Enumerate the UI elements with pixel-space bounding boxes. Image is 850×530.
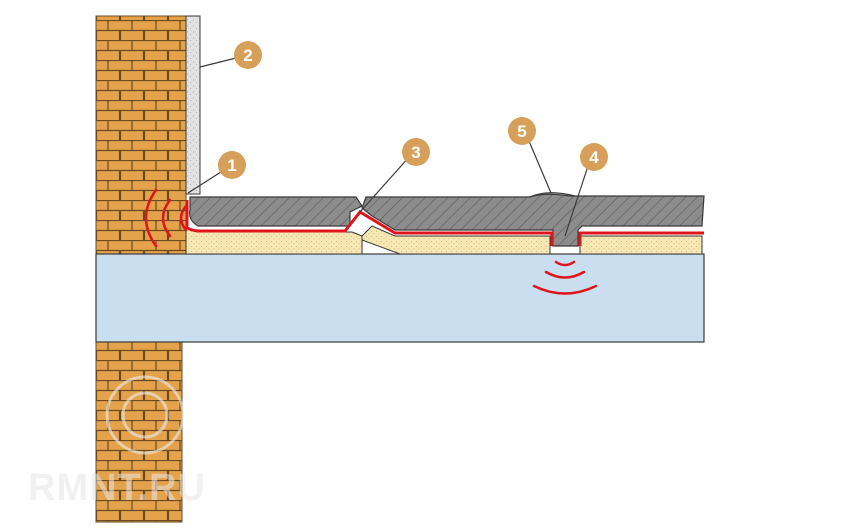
wall-plaster [185, 15, 201, 195]
upper-brick-wall [95, 15, 187, 255]
screed-right [361, 193, 705, 247]
watermark: RMNT.RU [28, 375, 206, 509]
callout-3: 3 [402, 138, 430, 166]
callout-1-label: 1 [227, 156, 236, 175]
insulation-layer-right [579, 235, 703, 255]
callout-2: 2 [234, 41, 262, 69]
callout-5-label: 5 [517, 122, 526, 141]
callout-4-label: 4 [589, 148, 599, 167]
screed-left [189, 196, 363, 227]
callout-5: 5 [508, 117, 536, 145]
callout-4: 4 [580, 143, 608, 171]
callout-3-label: 3 [411, 143, 420, 162]
callout-2-label: 2 [243, 46, 252, 65]
wall-sound-waves [144, 188, 188, 248]
bridge-sound-waves [532, 260, 598, 295]
sound-membrane [184, 210, 704, 246]
floor-slab [95, 253, 705, 343]
watermark-text: RMNT.RU [28, 467, 206, 509]
leader-lines [187, 57, 591, 237]
watermark-logo-icon [105, 375, 185, 455]
callout-1: 1 [218, 151, 246, 179]
insulation-layer-middle [361, 225, 551, 255]
